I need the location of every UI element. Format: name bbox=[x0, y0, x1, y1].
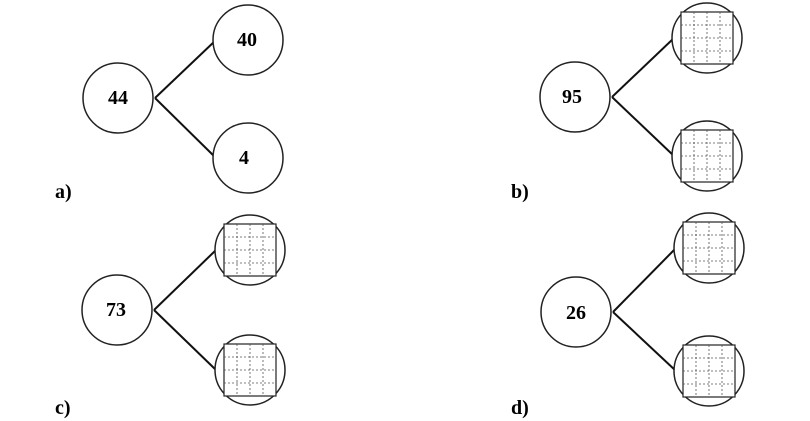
part-number-top: 40 bbox=[237, 29, 257, 51]
answer-box-top[interactable] bbox=[680, 11, 734, 65]
diagram-label: d) bbox=[511, 397, 529, 419]
bond-link-bottom bbox=[612, 311, 677, 372]
answer-box-top[interactable] bbox=[223, 223, 277, 277]
bond-link-bottom bbox=[153, 309, 217, 371]
bond-link-top bbox=[153, 249, 217, 311]
diagram-label: a) bbox=[55, 181, 72, 203]
diagram-label: c) bbox=[55, 397, 71, 419]
whole-number: 26 bbox=[566, 302, 586, 324]
whole-number: 95 bbox=[562, 86, 582, 108]
part-circle-top bbox=[212, 4, 284, 76]
bond-link-bottom bbox=[611, 96, 675, 157]
bond-link-top bbox=[612, 247, 677, 313]
number-bond-d: 26 d) bbox=[511, 212, 745, 419]
whole-circle bbox=[81, 274, 153, 346]
part-circle-bottom bbox=[212, 122, 284, 194]
number-bond-b: 95 b) bbox=[511, 2, 743, 203]
whole-number: 44 bbox=[108, 87, 128, 109]
bond-link-bottom bbox=[154, 97, 217, 159]
diagram-label: b) bbox=[511, 181, 529, 203]
answer-box-bottom[interactable] bbox=[680, 129, 734, 183]
bond-link-top bbox=[611, 37, 675, 98]
part-number-bottom: 4 bbox=[239, 147, 249, 169]
answer-box-bottom[interactable] bbox=[223, 343, 277, 397]
number-bond-c: 73 c) bbox=[55, 214, 286, 419]
number-bond-a: 44 40 4 a) bbox=[55, 4, 284, 203]
bond-link-top bbox=[154, 39, 217, 99]
whole-circle bbox=[539, 61, 611, 133]
whole-number: 73 bbox=[106, 299, 126, 321]
answer-box-bottom[interactable] bbox=[682, 344, 736, 398]
answer-box-top[interactable] bbox=[682, 221, 736, 275]
whole-circle bbox=[82, 62, 154, 134]
whole-circle bbox=[540, 276, 612, 348]
